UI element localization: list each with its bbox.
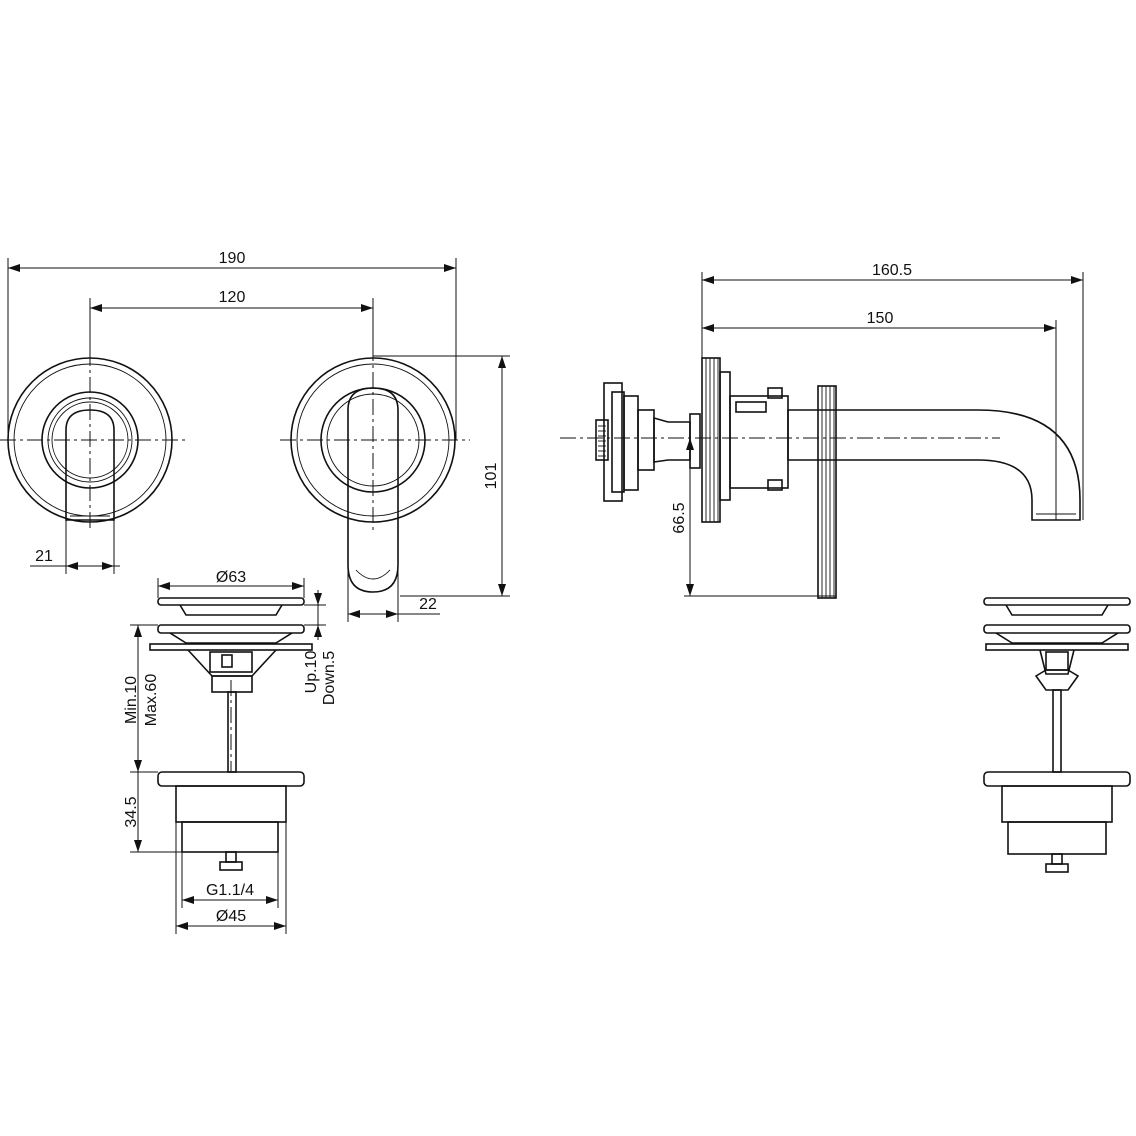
side-view-dimensions <box>684 272 1084 597</box>
spout-projection-label: 160.5 <box>872 262 912 279</box>
lever-handle-front-view <box>280 345 470 593</box>
front-view-dimensions <box>7 258 510 622</box>
waste-range-max-label: Max.60 <box>143 674 160 727</box>
waste-thread-label: G1.1/4 <box>206 882 254 899</box>
waste-head-diameter-label: Ø63 <box>216 569 246 586</box>
overall-width-label: 190 <box>219 250 246 267</box>
lever-width-label: 22 <box>419 596 437 613</box>
waste-left-view <box>149 597 313 871</box>
small-handle-front-view <box>0 350 186 530</box>
small-handle-width-label: 21 <box>35 548 53 565</box>
waste-range-min-label: Min.10 <box>123 676 140 724</box>
waste-right-view <box>983 597 1131 873</box>
rosette-height-label: 101 <box>483 463 500 490</box>
spout-drop-label: 66.5 <box>671 502 688 533</box>
handle-spacing-label: 120 <box>219 289 246 306</box>
waste-body-diameter-label: Ø45 <box>216 908 246 925</box>
waste-body-height-label: 34.5 <box>123 796 140 827</box>
waste-travel-down-label: Down.5 <box>321 651 338 705</box>
spout-side-view <box>560 357 1081 599</box>
waste-travel-up-label: Up.10 <box>303 651 320 694</box>
waste-dimensions <box>130 578 326 934</box>
spout-length-label: 150 <box>867 310 894 327</box>
